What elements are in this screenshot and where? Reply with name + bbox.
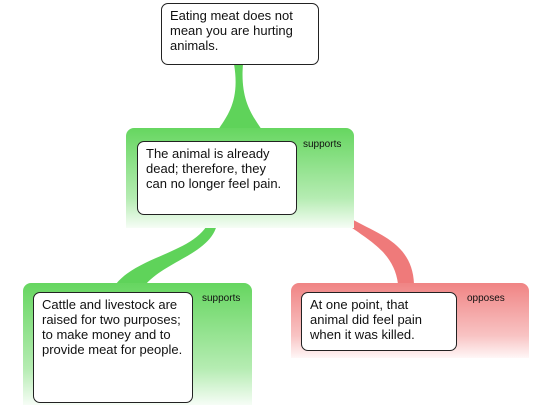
- argument-a2[interactable]: Cattle and livestock are raised for two …: [33, 292, 193, 403]
- support-connector: [116, 216, 218, 284]
- relation-label-a2: supports: [202, 293, 241, 304]
- argument-a3[interactable]: At one point, that animal did feel pain …: [301, 292, 457, 351]
- argument-a1[interactable]: The animal is already dead; therefore, t…: [137, 141, 297, 215]
- relation-label-a1: supports: [303, 139, 342, 150]
- relation-label-a3: opposes: [467, 293, 505, 304]
- root-claim[interactable]: Eating meat does not mean you are hurtin…: [161, 3, 319, 65]
- support-connector: [218, 64, 262, 130]
